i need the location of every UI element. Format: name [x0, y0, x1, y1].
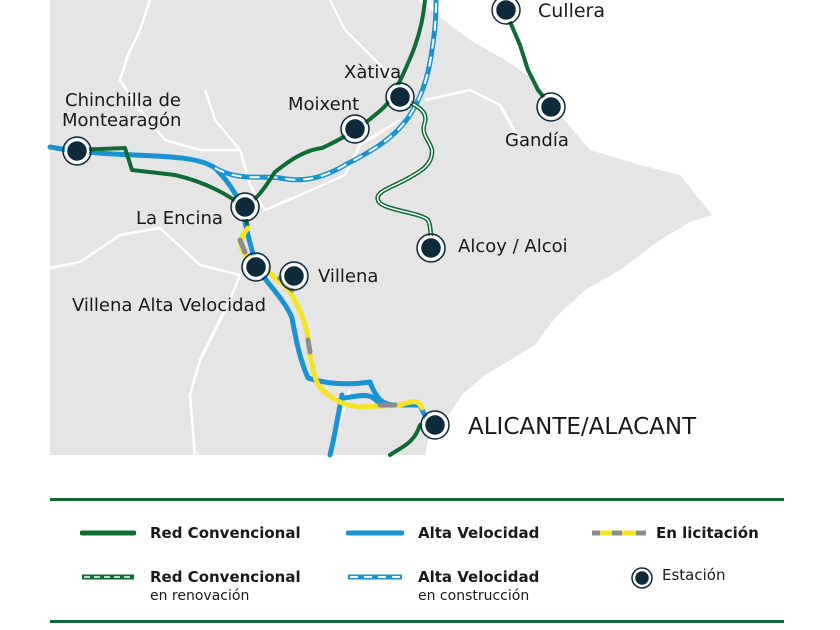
station-rings — [62, 0, 566, 440]
label-chinchilla-1: Chinchilla de — [65, 90, 181, 111]
legend-high-speed: Alta Velocidad — [346, 524, 539, 543]
legend: Red Convencional Alta Velocidad En licit… — [50, 500, 784, 620]
legend-high-speed-label: Alta Velocidad — [418, 524, 540, 542]
station-moixent — [342, 116, 368, 142]
legend-conventional-renovation-label: Red Convencional — [150, 568, 301, 586]
legend-top-divider — [50, 498, 784, 501]
label-cullera: Cullera — [538, 0, 605, 22]
label-alicante: ALICANTE/ALACANT — [468, 414, 697, 440]
legend-bottom-divider — [50, 620, 784, 623]
label-la-encina: La Encina — [136, 208, 223, 229]
station-la-encina — [232, 194, 258, 220]
legend-conventional: Red Convencional — [80, 524, 301, 543]
station-markers — [64, 0, 564, 438]
conventional-renovation-swatch-icon — [82, 574, 134, 580]
label-villena: Villena — [318, 266, 378, 287]
legend-conventional-label: Red Convencional — [150, 524, 301, 542]
legend-tender-label: En licitación — [656, 524, 759, 542]
legend-station: Estación — [630, 566, 725, 590]
label-gandia: Gandía — [505, 130, 569, 151]
province-borders — [49, 0, 522, 456]
label-villena-av: Villena Alta Velocidad — [72, 295, 266, 316]
label-xativa: Xàtiva — [344, 62, 401, 83]
legend-conventional-renovation-sublabel: en renovación — [150, 588, 250, 604]
station-xativa — [387, 84, 413, 110]
rail-map: Cullera Xàtiva Moixent Gandía Chinchilla… — [47, 0, 712, 458]
high-speed-construction-swatch-icon — [348, 574, 402, 580]
station-icon — [631, 567, 653, 589]
high-speed-construction — [213, 0, 439, 183]
station-gandia — [538, 94, 564, 120]
legend-high-speed-construction: Alta Velocidad en construcción — [346, 568, 539, 606]
legend-high-speed-construction-label: Alta Velocidad — [418, 568, 540, 586]
legend-tender: En licitación — [590, 524, 759, 543]
label-moixent: Moixent — [288, 94, 359, 115]
conventional-swatch-icon — [80, 530, 136, 536]
tender-swatch-icon — [592, 530, 646, 536]
station-villena-av — [243, 254, 269, 280]
legend-station-label: Estación — [662, 566, 726, 584]
conventional-renovation — [375, 95, 435, 247]
label-chinchilla-2: Montearagón — [62, 110, 181, 131]
high-speed-swatch-icon — [346, 530, 404, 536]
legend-conventional-renovation: Red Convencional en renovación — [80, 568, 301, 606]
label-alcoy: Alcoy / Alcoi — [458, 236, 568, 257]
station-villena — [281, 263, 307, 289]
station-alicante — [422, 412, 448, 438]
station-chinchilla — [64, 138, 90, 164]
legend-high-speed-construction-sublabel: en construcción — [418, 588, 530, 604]
station-alcoy — [418, 235, 444, 261]
station-cullera — [493, 0, 519, 23]
